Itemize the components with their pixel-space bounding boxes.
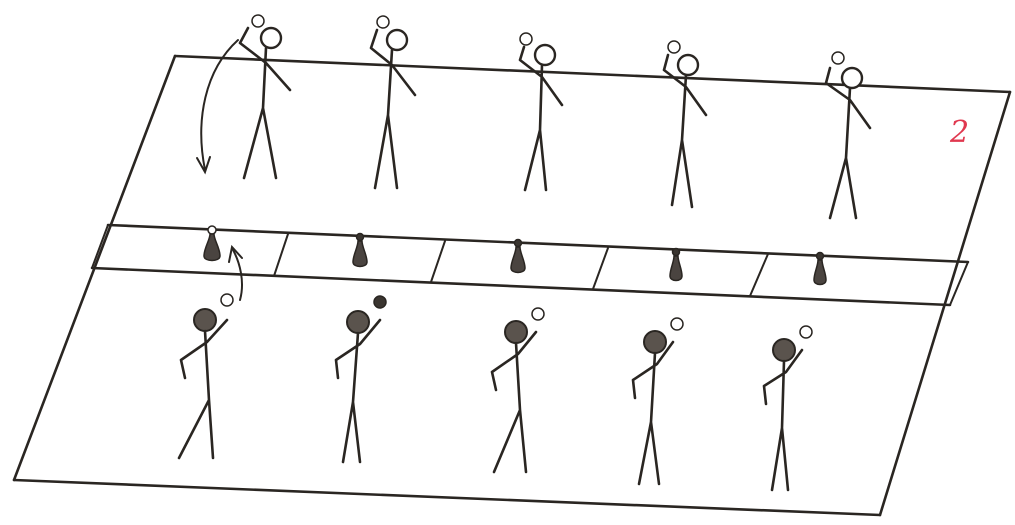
lane-divider: [750, 254, 768, 296]
court-front-line: [14, 480, 880, 515]
pin: [353, 234, 367, 267]
lane-divider: [431, 241, 445, 282]
player-figure: [371, 16, 415, 188]
player-figure: [240, 15, 290, 178]
figure-number: 2: [949, 115, 969, 150]
pin: [511, 240, 525, 273]
pin: [204, 226, 220, 261]
lane-divider: [274, 234, 288, 276]
strip-right-edge: [950, 262, 968, 305]
lane-divider: [593, 248, 608, 289]
top-row-players: [240, 15, 870, 218]
player-figure: [520, 33, 562, 190]
player-figure: [664, 41, 706, 207]
player-figure: [764, 326, 812, 490]
player-figure: [336, 296, 386, 462]
player-figure: [826, 52, 870, 218]
player-figure: [633, 318, 683, 484]
player-figure: [492, 308, 544, 472]
arrows: [197, 40, 242, 300]
bottom-row-players: [179, 294, 812, 490]
pin: [670, 249, 682, 281]
strip-left-edge: [92, 225, 108, 268]
player-figure: [179, 294, 233, 458]
pin-strip: [92, 225, 968, 305]
court-back-line: [175, 56, 1010, 92]
pin: [814, 253, 826, 285]
